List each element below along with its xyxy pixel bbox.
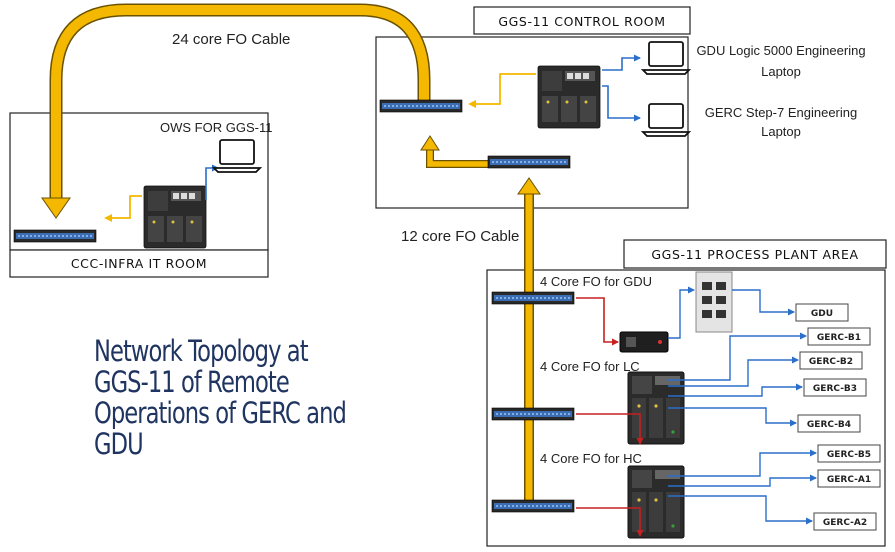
endpoint-b3-box [803,378,867,397]
endpoint-gerc-a1: GERC-A1 [827,475,871,485]
endpoint-gerc-b4: GERC-B4 [807,420,851,430]
endpoint-gdu-box [795,303,849,322]
it-room-patch-panel [13,229,97,243]
link-switch-to-gdu-laptop [602,54,641,71]
label-12-core: 12 core FO Cable [401,228,519,245]
title-line-2: GGS-11 of Remote [94,365,290,399]
endpoint-b1-box [807,327,871,346]
fiber-arrow-it-room [41,197,71,219]
endpoint-gdu: GDU [811,309,833,319]
it-room-title: CCC-INFRA IT ROOM [71,256,207,271]
control-room-title: GGS-11 CONTROL ROOM [498,14,665,29]
title-line-1: Network Topology at [94,334,309,368]
endpoint-b2-box [799,351,863,370]
link-converter-to-gdu-switch [668,286,695,339]
process-area-title: GGS-11 PROCESS PLANT AREA [651,247,858,262]
endpoint-gerc-a2: GERC-A2 [823,518,867,528]
title-line-4: GDU [94,427,144,461]
media-converter [619,331,669,353]
link-to-gerc-b5 [668,449,817,477]
link-to-gerc-b1 [668,332,807,381]
hc-controller-switch [627,465,685,539]
endpoint-b4-box [797,414,861,433]
lc-patch-panel [491,407,575,421]
link-hc-patch-to-switch [576,507,644,537]
control-room-patch-panel-2 [487,155,571,169]
link-to-gerc-a2 [668,495,813,525]
gerc-laptop-label-1: GERC Step-7 Engineering [705,105,857,120]
endpoint-gerc-b2: GERC-B2 [809,357,853,367]
ows-laptop-icon [213,139,261,173]
hc-patch-panel [491,499,575,513]
link-switch-to-patch [468,73,536,108]
link-to-gdu [732,289,795,316]
link-lc-patch-to-switch [576,413,644,445]
title-line-3: Operations of GERC and [94,396,347,430]
ows-label: OWS FOR GGS-11 [160,120,272,135]
it-room-footer [9,249,269,278]
endpoint-b5-box [817,444,881,463]
link-to-gerc-b3 [668,383,803,397]
gdu-laptop-label-2: Laptop [761,64,801,79]
gdu-ethernet-switch [695,271,733,333]
endpoint-gerc-b1: GERC-B1 [817,333,861,343]
gdu-patch-panel [491,291,575,305]
link-to-gerc-b4 [668,407,797,427]
it-room-switch [143,185,207,249]
label-24-core: 24 core FO Cable [172,31,290,48]
endpoint-gerc-b3: GERC-B3 [813,384,857,394]
link-switch-to-gerc-laptop [602,85,641,122]
fiber-arrow-control-room [517,177,541,195]
endpoint-a2-box [813,512,877,531]
link-to-gerc-b2 [668,356,799,387]
endpoint-a1-box [817,469,881,488]
gdu-laptop-label-1: GDU Logic 5000 Engineering [696,43,865,58]
process-area-header [623,239,887,269]
control-room-patch-panel [379,99,463,113]
link-gdu-patch-to-converter [576,297,619,346]
label-fo-gdu: 4 Core FO for GDU [540,274,652,289]
gdu-laptop-icon [642,41,690,75]
link-to-gerc-a1 [668,474,817,487]
gerc-laptop-icon [642,103,690,137]
gerc-laptop-label-2: Laptop [761,124,801,139]
label-fo-hc: 4 Core FO for HC [540,451,642,466]
control-room-header [473,6,691,35]
link-it-switch-to-patch [104,195,142,222]
diagram-title: Network Topology at GGS-11 of Remote Ope… [94,334,347,461]
control-room-switch [537,65,601,129]
endpoint-gerc-b5: GERC-B5 [827,450,871,460]
label-fo-lc: 4 Core FO for LC [540,359,640,374]
